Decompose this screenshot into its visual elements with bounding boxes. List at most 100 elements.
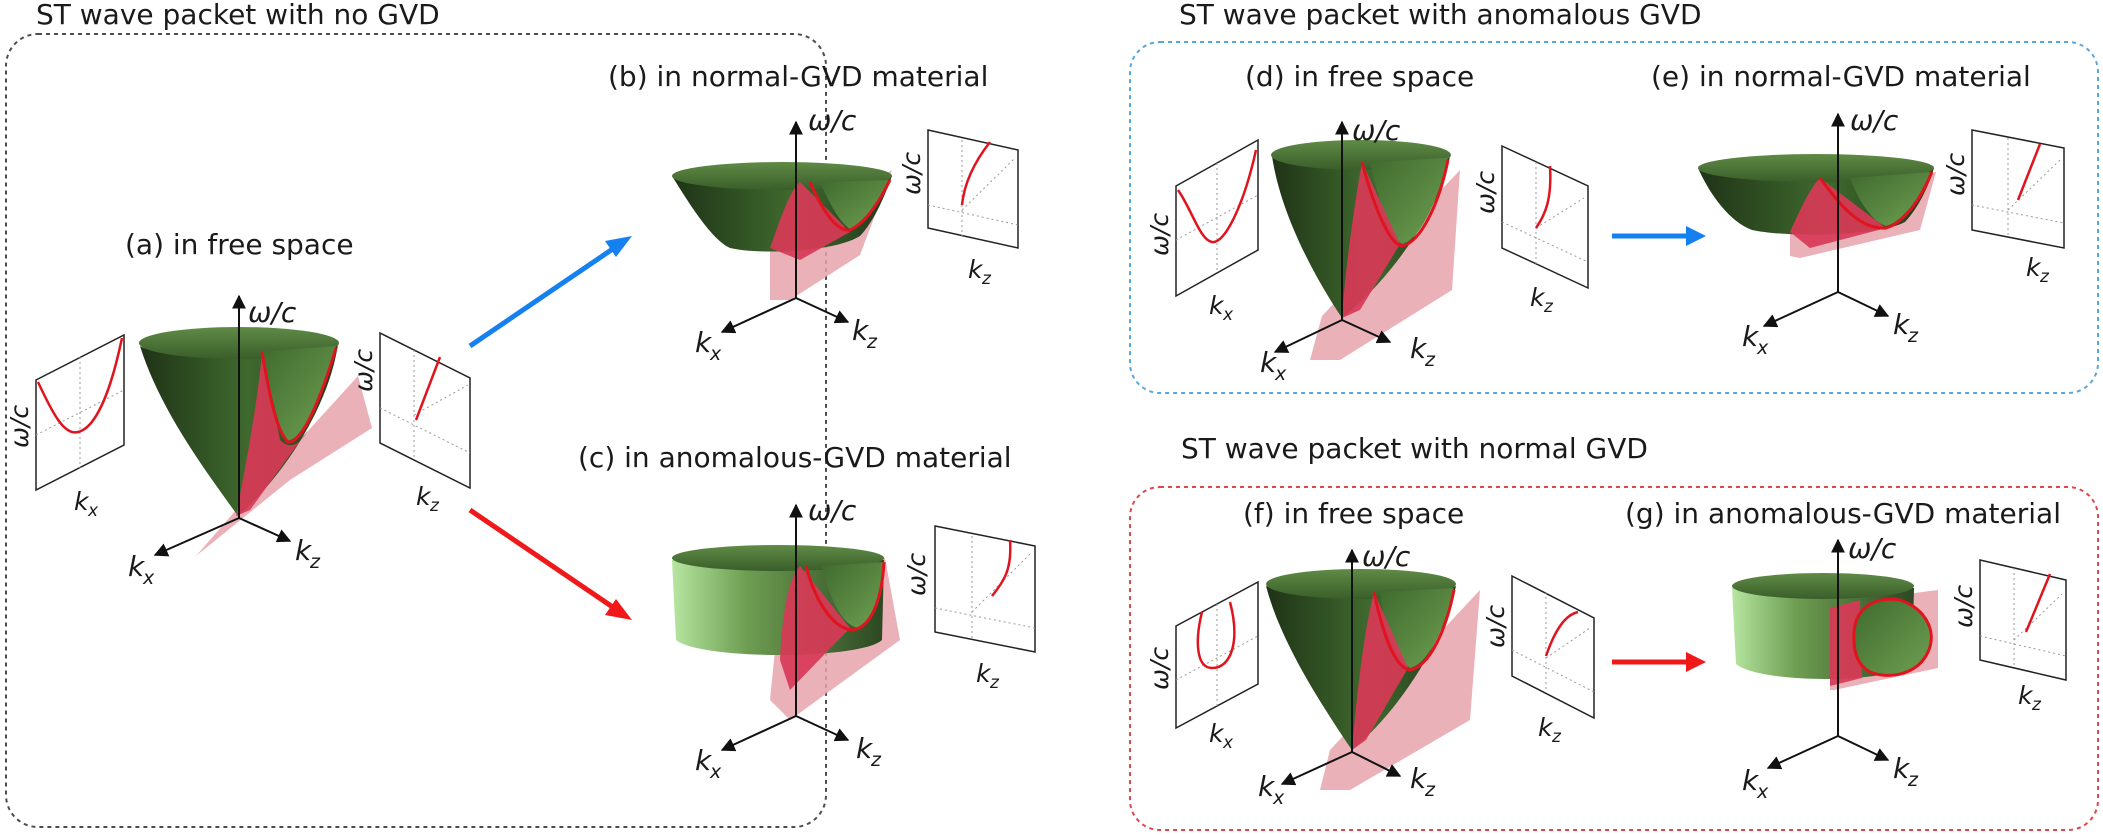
panel-g-kz-inset-frame bbox=[1979, 559, 2067, 681]
group-normal-gvd-border bbox=[1129, 486, 2099, 831]
group-normal-gvd-title: ST wave packet with normal GVD bbox=[1181, 432, 1648, 465]
panel-b-axis-kx bbox=[720, 297, 797, 334]
panel-f-kz-inset: ω/c k z bbox=[1481, 574, 1595, 747]
panel-a-kx-inset-xsub: x bbox=[87, 501, 99, 521]
panel-d-cut-plane bbox=[1342, 162, 1400, 318]
panel-e-kz-inset-xsub: z bbox=[2039, 267, 2050, 287]
panel-e-label-kz: k bbox=[1893, 308, 1911, 341]
panel-f-kx-inset-grid bbox=[1175, 604, 1259, 706]
panel-d-kx-inset-curve bbox=[1176, 149, 1258, 244]
panel-f-kz-inset-ylabel: ω/c bbox=[1481, 605, 1510, 648]
panel-c-kz-inset-xlabel: k bbox=[976, 659, 992, 688]
panel-f-kx-inset-ylabel: ω/c bbox=[1145, 647, 1174, 690]
panel-f-label-kx-sub: x bbox=[1272, 787, 1285, 809]
panel-f-kx-inset-curve bbox=[1196, 601, 1236, 670]
panel-d-label-vertical: ω/c bbox=[1352, 114, 1401, 147]
panel-a-intersection-curve bbox=[260, 347, 338, 444]
panel-b: ω/c k x k z ω/c k z bbox=[672, 104, 1019, 365]
panel-g-kz-inset-curve bbox=[2024, 573, 2052, 633]
group-anomalous-gvd-border bbox=[1129, 41, 2099, 394]
panel-d-axis-kz bbox=[1341, 319, 1392, 344]
panel-a-kz-inset-grid bbox=[379, 350, 471, 460]
panel-f-label-kz-sub: z bbox=[1424, 779, 1436, 801]
panel-a: ω/c k x ω/c k x k z ω/c k z bbox=[5, 294, 471, 589]
panel-e-kz-inset-ylabel: ω/c bbox=[1941, 153, 1970, 196]
panel-d-kz-inset-grid bbox=[1501, 162, 1589, 264]
panel-f-kz-inset-grid bbox=[1511, 592, 1595, 693]
panel-b-kz-inset-xlabel: k bbox=[968, 255, 984, 284]
panel-b-title: (b) in normal-GVD material bbox=[608, 60, 988, 93]
panel-a-kx-inset-curve bbox=[36, 337, 124, 434]
panel-d-label-kz: k bbox=[1410, 332, 1428, 365]
panel-b-cut-plane bbox=[770, 182, 850, 260]
panel-f-title: (f) in free space bbox=[1243, 497, 1464, 530]
panel-a-kz-inset-xsub: z bbox=[429, 496, 440, 516]
panel-c-label-kz: k bbox=[856, 732, 874, 765]
group-anomalous-gvd-title: ST wave packet with anomalous GVD bbox=[1179, 0, 1702, 31]
arrow-a-to-c bbox=[468, 507, 622, 615]
panel-a-title: (a) in free space bbox=[125, 228, 354, 261]
panel-b-label-kx: k bbox=[695, 326, 713, 359]
panel-f-label-vertical: ω/c bbox=[1362, 540, 1411, 573]
panel-f-label-kz: k bbox=[1410, 762, 1428, 795]
panel-a-label-kx: k bbox=[128, 550, 146, 583]
group-no-gvd-border bbox=[5, 33, 827, 828]
panel-e-axis-kx bbox=[1762, 291, 1839, 328]
panel-a-kx-inset-xlabel: k bbox=[74, 487, 90, 516]
panel-c-axis-kz bbox=[795, 715, 850, 742]
panel-f-kx-inset-xsub: x bbox=[1222, 733, 1234, 753]
panel-f-intersection-curve bbox=[1372, 589, 1456, 672]
panel-e-bowl-inner bbox=[1850, 172, 1932, 226]
panel-c-kz-inset-curve bbox=[991, 539, 1012, 597]
panel-b-label-kx-sub: x bbox=[709, 343, 722, 365]
panel-d-kx-inset-ylabel: ω/c bbox=[1145, 213, 1174, 256]
panel-a-label-vertical: ω/c bbox=[248, 296, 297, 329]
panel-a-kx-inset-ylabel: ω/c bbox=[5, 405, 34, 448]
arrow-a-to-c-head bbox=[605, 599, 632, 620]
panel-f-kz-inset-frame bbox=[1511, 574, 1595, 720]
panel-b-kz-inset-xsub: z bbox=[981, 269, 992, 289]
panel-g-label-vertical: ω/c bbox=[1848, 532, 1897, 565]
panel-a-label-kz-sub: z bbox=[309, 551, 321, 573]
panel-f-kx-inset-xlabel: k bbox=[1209, 719, 1225, 748]
panel-c-kz-inset-grid bbox=[934, 536, 1036, 640]
panel-a-kz-inset-ylabel: ω/c bbox=[349, 349, 378, 392]
panel-b-label-kz: k bbox=[852, 314, 870, 347]
panel-c-cylinder-rim bbox=[672, 545, 884, 571]
panel-e-label-kx-sub: x bbox=[1756, 337, 1769, 359]
panel-e-label-kx: k bbox=[1742, 320, 1760, 353]
panel-g-cylinder-rim bbox=[1732, 573, 1914, 599]
panel-c-label-kx: k bbox=[695, 744, 713, 777]
panel-g-kz-inset-xlabel: k bbox=[2018, 681, 2034, 710]
panel-g-kz-inset-grid bbox=[1979, 568, 2067, 668]
panel-a-axis-kx bbox=[153, 517, 240, 557]
panel-e-label-vertical: ω/c bbox=[1850, 104, 1899, 137]
panel-e-title: (e) in normal-GVD material bbox=[1651, 60, 2031, 93]
panel-d-kx-inset-grid bbox=[1175, 163, 1259, 273]
panel-f-kz-inset-xsub: z bbox=[1551, 727, 1562, 747]
panel-a-axis-kz bbox=[238, 517, 292, 543]
panel-c-label-vertical: ω/c bbox=[808, 494, 857, 527]
panel-f-kz-inset-curve bbox=[1544, 610, 1579, 657]
panel-g-label-kz: k bbox=[1893, 752, 1911, 785]
panel-b-kz-inset-ylabel: ω/c bbox=[897, 152, 926, 195]
panel-g-axis-kx bbox=[1766, 735, 1839, 770]
panel-f: ω/c k x ω/c k x k z ω/c k z bbox=[1145, 540, 1595, 809]
panel-a-kz-inset-xlabel: k bbox=[416, 482, 432, 511]
group-anomalous-gvd: ST wave packet with anomalous GVD bbox=[1129, 0, 2099, 394]
panel-d-kx-inset: ω/c k x bbox=[1145, 138, 1259, 325]
panel-f-cut-plane bbox=[1352, 592, 1408, 750]
panel-f-kx-inset: ω/c k x bbox=[1145, 580, 1259, 753]
panel-c-label-kz-sub: z bbox=[870, 749, 882, 771]
panel-g-axis-kz bbox=[1837, 735, 1890, 761]
panel-c-kz-inset-ylabel: ω/c bbox=[902, 553, 931, 596]
panel-b-kz-inset: ω/c k z bbox=[897, 129, 1019, 289]
panel-f-axis-kz bbox=[1351, 751, 1402, 777]
panel-d-kz-inset: ω/c k z bbox=[1471, 144, 1589, 317]
panel-c-kz-inset: ω/c k z bbox=[902, 525, 1036, 693]
panel-d: ω/c k x ω/c k x k z ω/c k z bbox=[1145, 114, 1589, 385]
panel-b-axis-kz bbox=[795, 297, 850, 324]
panel-d-title: (d) in free space bbox=[1245, 60, 1474, 93]
panel-e-bowl-rim bbox=[1698, 154, 1934, 182]
